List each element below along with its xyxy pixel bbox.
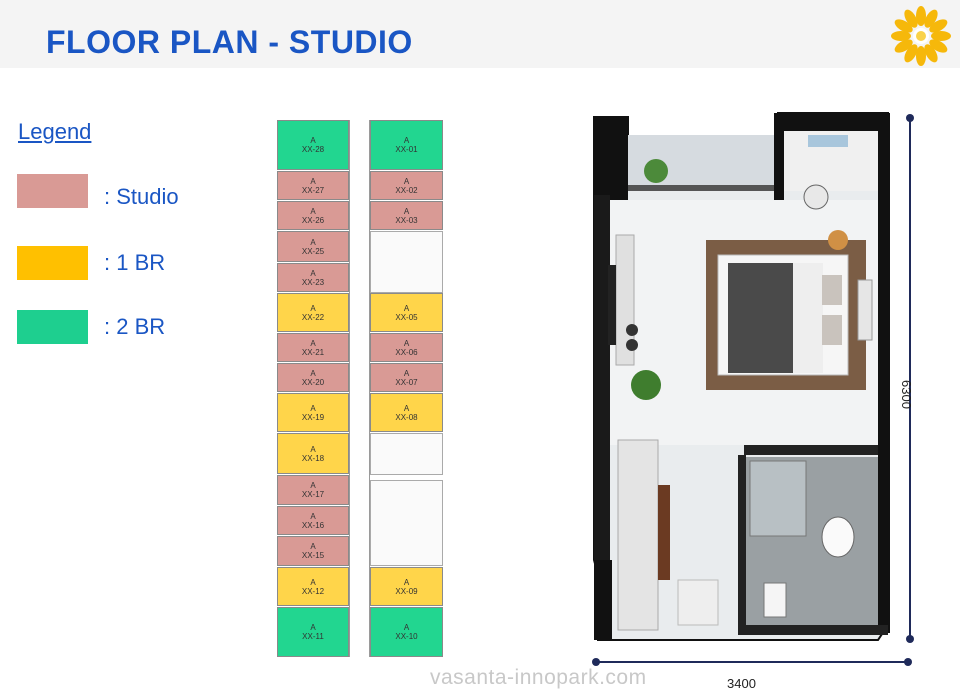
- unit-code-label: XX-20: [301, 377, 325, 387]
- unit-code-label: XX-25: [301, 246, 325, 256]
- unit-type-label: A: [310, 176, 316, 186]
- unit-type-label: A: [403, 403, 410, 413]
- service-core: [370, 480, 443, 566]
- legend-title: Legend: [18, 119, 92, 144]
- unit-code-label: XX-21: [301, 347, 325, 357]
- unit-code-label: XX-02: [395, 185, 418, 195]
- unit-code-label: XX-22: [301, 312, 325, 322]
- unit-code-label: XX-18: [301, 453, 325, 463]
- dimension-dot: [906, 635, 914, 643]
- studio-room-plan: [593, 112, 890, 641]
- dimension-dot: [592, 658, 600, 666]
- unit-code-label: XX-27: [301, 185, 325, 195]
- unit-code-label: XX-05: [395, 312, 418, 322]
- dimension-dot: [906, 114, 914, 122]
- unit-code-label: XX-17: [301, 490, 325, 499]
- unit-code-label: XX-08: [395, 412, 418, 422]
- corridor: [349, 120, 370, 657]
- unit-type-label: A: [310, 237, 316, 247]
- unit-type-label: A: [310, 268, 316, 278]
- unit-code-label: XX-03: [395, 215, 418, 225]
- unit-type-label: A: [310, 136, 316, 145]
- legend-label-studio: : Studio: [104, 184, 179, 209]
- unit-type-label: A: [403, 136, 410, 145]
- unit-type-label: A: [403, 338, 410, 348]
- unit-type-label: A: [310, 481, 316, 490]
- dimension-dot: [904, 658, 912, 666]
- unit-code-label: XX-12: [301, 586, 325, 596]
- unit-code-label: XX-01: [395, 145, 418, 154]
- depth-dimension-line: [909, 118, 911, 639]
- legend-swatch-2br: [17, 310, 88, 344]
- page-title: FLOOR PLAN - STUDIO: [46, 24, 413, 60]
- unit-code-label: XX-07: [395, 377, 418, 387]
- unit-type-label: A: [403, 303, 410, 313]
- unit-type-label: A: [403, 206, 410, 216]
- unit-code-label: XX-09: [395, 586, 418, 596]
- unit-type-label: A: [310, 623, 316, 632]
- unit-type-label: A: [403, 368, 410, 378]
- unit-type-label: A: [403, 623, 410, 632]
- width-dimension-line: [596, 661, 908, 663]
- unit-type-label: A: [310, 542, 316, 551]
- unit-code-label: XX-16: [301, 520, 325, 530]
- width-dimension-label: 3400: [727, 676, 756, 691]
- unit-code-label: XX-15: [301, 551, 325, 560]
- sun-flower-logo-icon: [891, 6, 951, 66]
- unit-code-label: XX-06: [395, 347, 418, 357]
- unit-type-label: A: [310, 206, 316, 216]
- header-band: [0, 0, 960, 68]
- legend-swatch-1br: [17, 246, 88, 280]
- unit-code-label: XX-10: [395, 632, 418, 641]
- unit-type-label: A: [310, 444, 316, 454]
- unit-code-label: XX-19: [301, 412, 325, 422]
- depth-dimension-label: 6300: [899, 380, 914, 409]
- legend-label-2br: : 2 BR: [104, 314, 166, 339]
- service-core: [370, 433, 443, 475]
- unit-type-label: A: [310, 338, 316, 348]
- unit-type-label: A: [310, 403, 316, 413]
- unit-type-label: A: [310, 303, 316, 313]
- unit-type-label: A: [310, 577, 316, 587]
- unit-type-label: A: [403, 176, 410, 186]
- unit-code-label: XX-11: [302, 632, 324, 641]
- unit-code-label: XX-23: [301, 277, 325, 287]
- unit-type-label: A: [310, 511, 316, 521]
- unit-type-label: A: [403, 577, 410, 587]
- legend-swatch-studio: [17, 174, 88, 208]
- watermark: vasanta-innopark.com: [430, 666, 647, 689]
- unit-code-label: XX-28: [301, 145, 325, 154]
- unit-code-label: XX-26: [301, 215, 325, 225]
- service-core: [370, 231, 443, 293]
- legend-label-1br: : 1 BR: [104, 250, 166, 275]
- unit-type-label: A: [310, 368, 316, 378]
